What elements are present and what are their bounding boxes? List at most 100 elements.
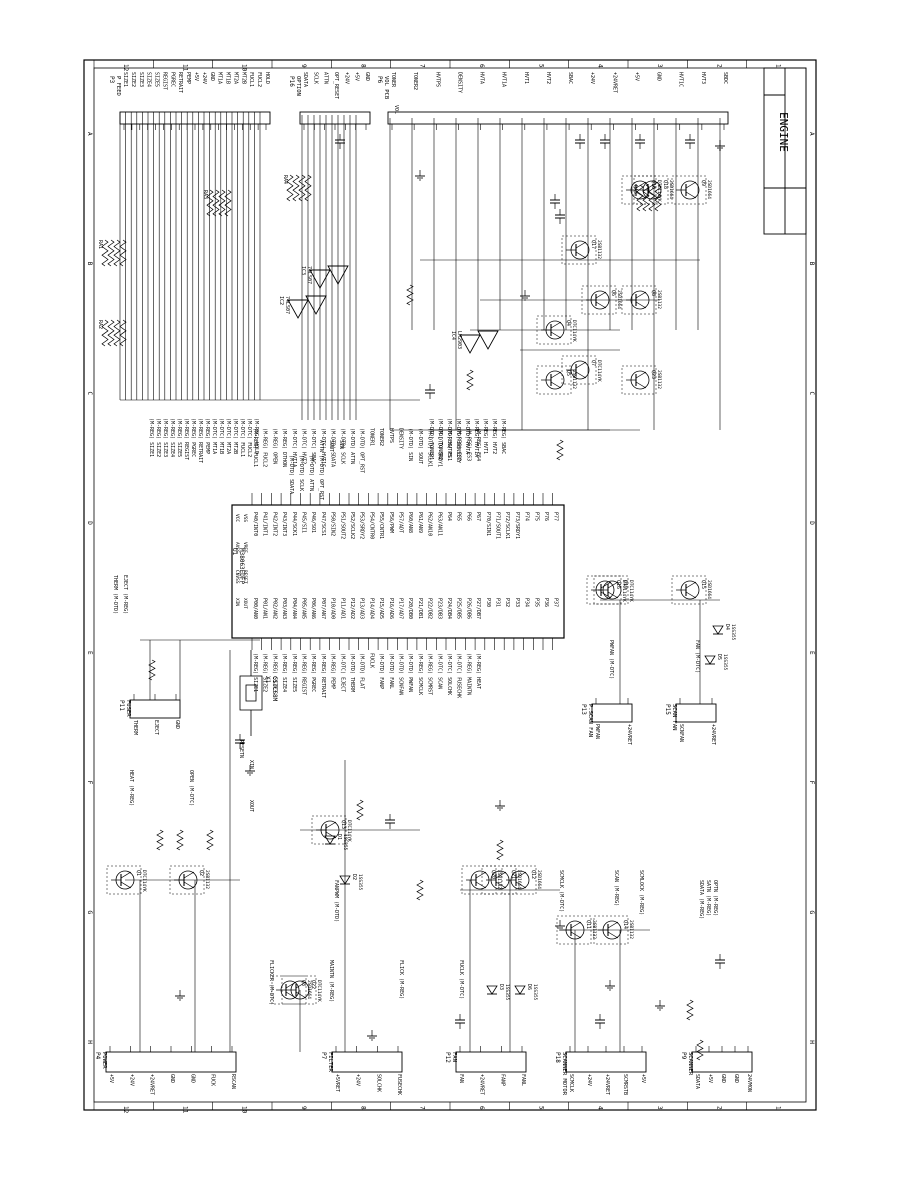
connector-pin-label: +5VRET bbox=[334, 1074, 340, 1092]
left-net-label: (M-REG) SIZE5 bbox=[176, 418, 182, 457]
mcu-pin-right: P76 bbox=[543, 512, 549, 521]
mcu-right-net: (M-REG) FUCL1 bbox=[252, 428, 258, 467]
connector-name: OPTION bbox=[295, 76, 301, 96]
zone-col-marker: 10 bbox=[241, 1106, 248, 1114]
wire bbox=[635, 181, 647, 189]
transistor-ref: Q13 bbox=[340, 820, 346, 829]
zone-row-marker: D bbox=[86, 521, 93, 525]
resistor bbox=[119, 319, 127, 347]
transistor-package bbox=[621, 285, 657, 315]
wire bbox=[600, 591, 612, 599]
connector-ref: P11 bbox=[118, 700, 125, 711]
mcu-right-net: (M-DTD) SOUT bbox=[417, 428, 423, 464]
mcu-pin-left: P06/AN6 bbox=[310, 598, 316, 619]
resistor bbox=[466, 369, 474, 391]
transistor-ref: Q12 bbox=[530, 870, 536, 879]
wire bbox=[295, 991, 307, 999]
connector-ref: P15 bbox=[664, 704, 671, 715]
transistor-type: 2SD1664 bbox=[668, 180, 674, 199]
zone-col-marker: 5 bbox=[537, 64, 544, 68]
bottom-net-label: FLICK (M-REG) bbox=[398, 960, 404, 999]
connector-pin-label: MT1A bbox=[217, 72, 223, 84]
resistor-array-ra1: RA1 bbox=[97, 239, 127, 267]
connector-pin-label: +5V bbox=[193, 72, 199, 81]
mcu-pin-right: P50/SIN2 bbox=[330, 512, 336, 536]
mcu-left-net: (M-DTD) FANP bbox=[378, 653, 384, 689]
zone-col-marker: 11 bbox=[181, 1106, 188, 1114]
transistor-ref: Q18 bbox=[662, 180, 668, 189]
connector-pin-label: PWFAN bbox=[594, 724, 600, 739]
resistor bbox=[156, 829, 164, 851]
mcu-pin-right: P43/INT3 bbox=[281, 512, 287, 536]
vol-net-label: (M-DTD) HVTA bbox=[464, 418, 470, 454]
mcu-pin-right: P70/SIN1 bbox=[485, 512, 491, 536]
transistor-package bbox=[501, 865, 537, 895]
zone-col-marker: 8 bbox=[359, 1106, 366, 1110]
misc-net-label: XIN bbox=[248, 760, 254, 769]
resistor bbox=[107, 319, 115, 347]
resistor bbox=[101, 319, 109, 347]
mcu-pin-right: P46/SO1 bbox=[310, 512, 316, 533]
capacitor bbox=[385, 814, 395, 829]
transistor-ref: Q5 bbox=[565, 370, 571, 376]
connector-pin-label: +24V bbox=[128, 1074, 134, 1086]
connector-ref: P12 bbox=[444, 1052, 451, 1063]
resistor bbox=[696, 1039, 704, 1061]
wire bbox=[607, 591, 619, 599]
zone-col-marker: 11 bbox=[181, 64, 188, 72]
mcu-pin-left: P35 bbox=[533, 598, 539, 607]
transistor-type: 2SD1664 bbox=[616, 290, 622, 309]
ic-part: 74LS07 bbox=[306, 266, 312, 284]
mcu-left-net: (M-REG) SIZE4 bbox=[281, 653, 287, 692]
zone-col-marker: 4 bbox=[597, 64, 604, 68]
crystal-ref: X1 bbox=[264, 676, 271, 684]
mcu-pin-left: P37 bbox=[553, 598, 559, 607]
resistor bbox=[101, 239, 109, 267]
wire bbox=[685, 581, 697, 589]
ic-triangle bbox=[305, 295, 327, 315]
capacitor bbox=[335, 134, 345, 149]
left-net-label: (M-DTC) MT2B bbox=[232, 418, 238, 454]
mcu-pin-left: P36 bbox=[543, 598, 549, 607]
diode-symbol bbox=[514, 985, 526, 995]
mcu-pin-left: P16/AD6 bbox=[388, 598, 394, 619]
transistor-ref: Q9 bbox=[700, 180, 706, 186]
mcu-left-net: (M-DTC) SOLCHK bbox=[446, 653, 452, 695]
resistor bbox=[416, 879, 424, 901]
transistor-ref: Q8 bbox=[650, 290, 656, 296]
zone-col-marker: 3 bbox=[656, 1106, 663, 1110]
transistor-ref: Q11 bbox=[585, 920, 591, 929]
wire bbox=[475, 871, 487, 879]
zone-row-marker: G bbox=[808, 911, 815, 915]
mcu-right-net: TONER2 bbox=[378, 428, 384, 446]
connector-pin-label: FUCL1 bbox=[248, 72, 254, 87]
diode-ref: D4 bbox=[724, 624, 730, 630]
left-net-label: (M-REG) RETRAIT bbox=[197, 418, 203, 463]
connector-pin-label: SOLCHK bbox=[375, 1074, 381, 1092]
connector-pin-label: HVT3 bbox=[700, 72, 706, 84]
wire bbox=[685, 181, 697, 189]
vol-net-label: (M-DTD) TONER1 bbox=[428, 418, 434, 460]
mcu-pin-left: P22/DB2 bbox=[427, 598, 433, 619]
mcu-pin-right: P54/CNTR0 bbox=[368, 512, 374, 539]
bottom-net-label: OPEN (M-DTC) bbox=[188, 770, 194, 806]
mcu-pin-left: P31 bbox=[495, 598, 501, 607]
mcu-pin-right: P62/AN10 bbox=[427, 512, 433, 536]
diode-type: 1SS355 bbox=[730, 624, 736, 641]
capacitor bbox=[235, 734, 245, 749]
connector-pin-label: +5V bbox=[108, 1074, 114, 1083]
diode-symbol bbox=[324, 835, 336, 845]
connector-pin-label: MT2B bbox=[240, 72, 246, 84]
mcu-power-pin: VCC bbox=[234, 514, 240, 522]
connector-ref: P18 bbox=[554, 1052, 561, 1063]
transistor-ref: Q3 bbox=[300, 980, 306, 986]
connector-pin-label: +24VRET bbox=[611, 72, 617, 93]
transistor-ref: Q14 bbox=[622, 920, 628, 929]
transistor-type: 2SB1132 bbox=[571, 370, 577, 389]
zone-col-marker: 4 bbox=[597, 1106, 604, 1110]
wire bbox=[575, 241, 587, 249]
wire bbox=[325, 821, 337, 829]
connector-pin-label: RSCAN bbox=[230, 1074, 236, 1089]
